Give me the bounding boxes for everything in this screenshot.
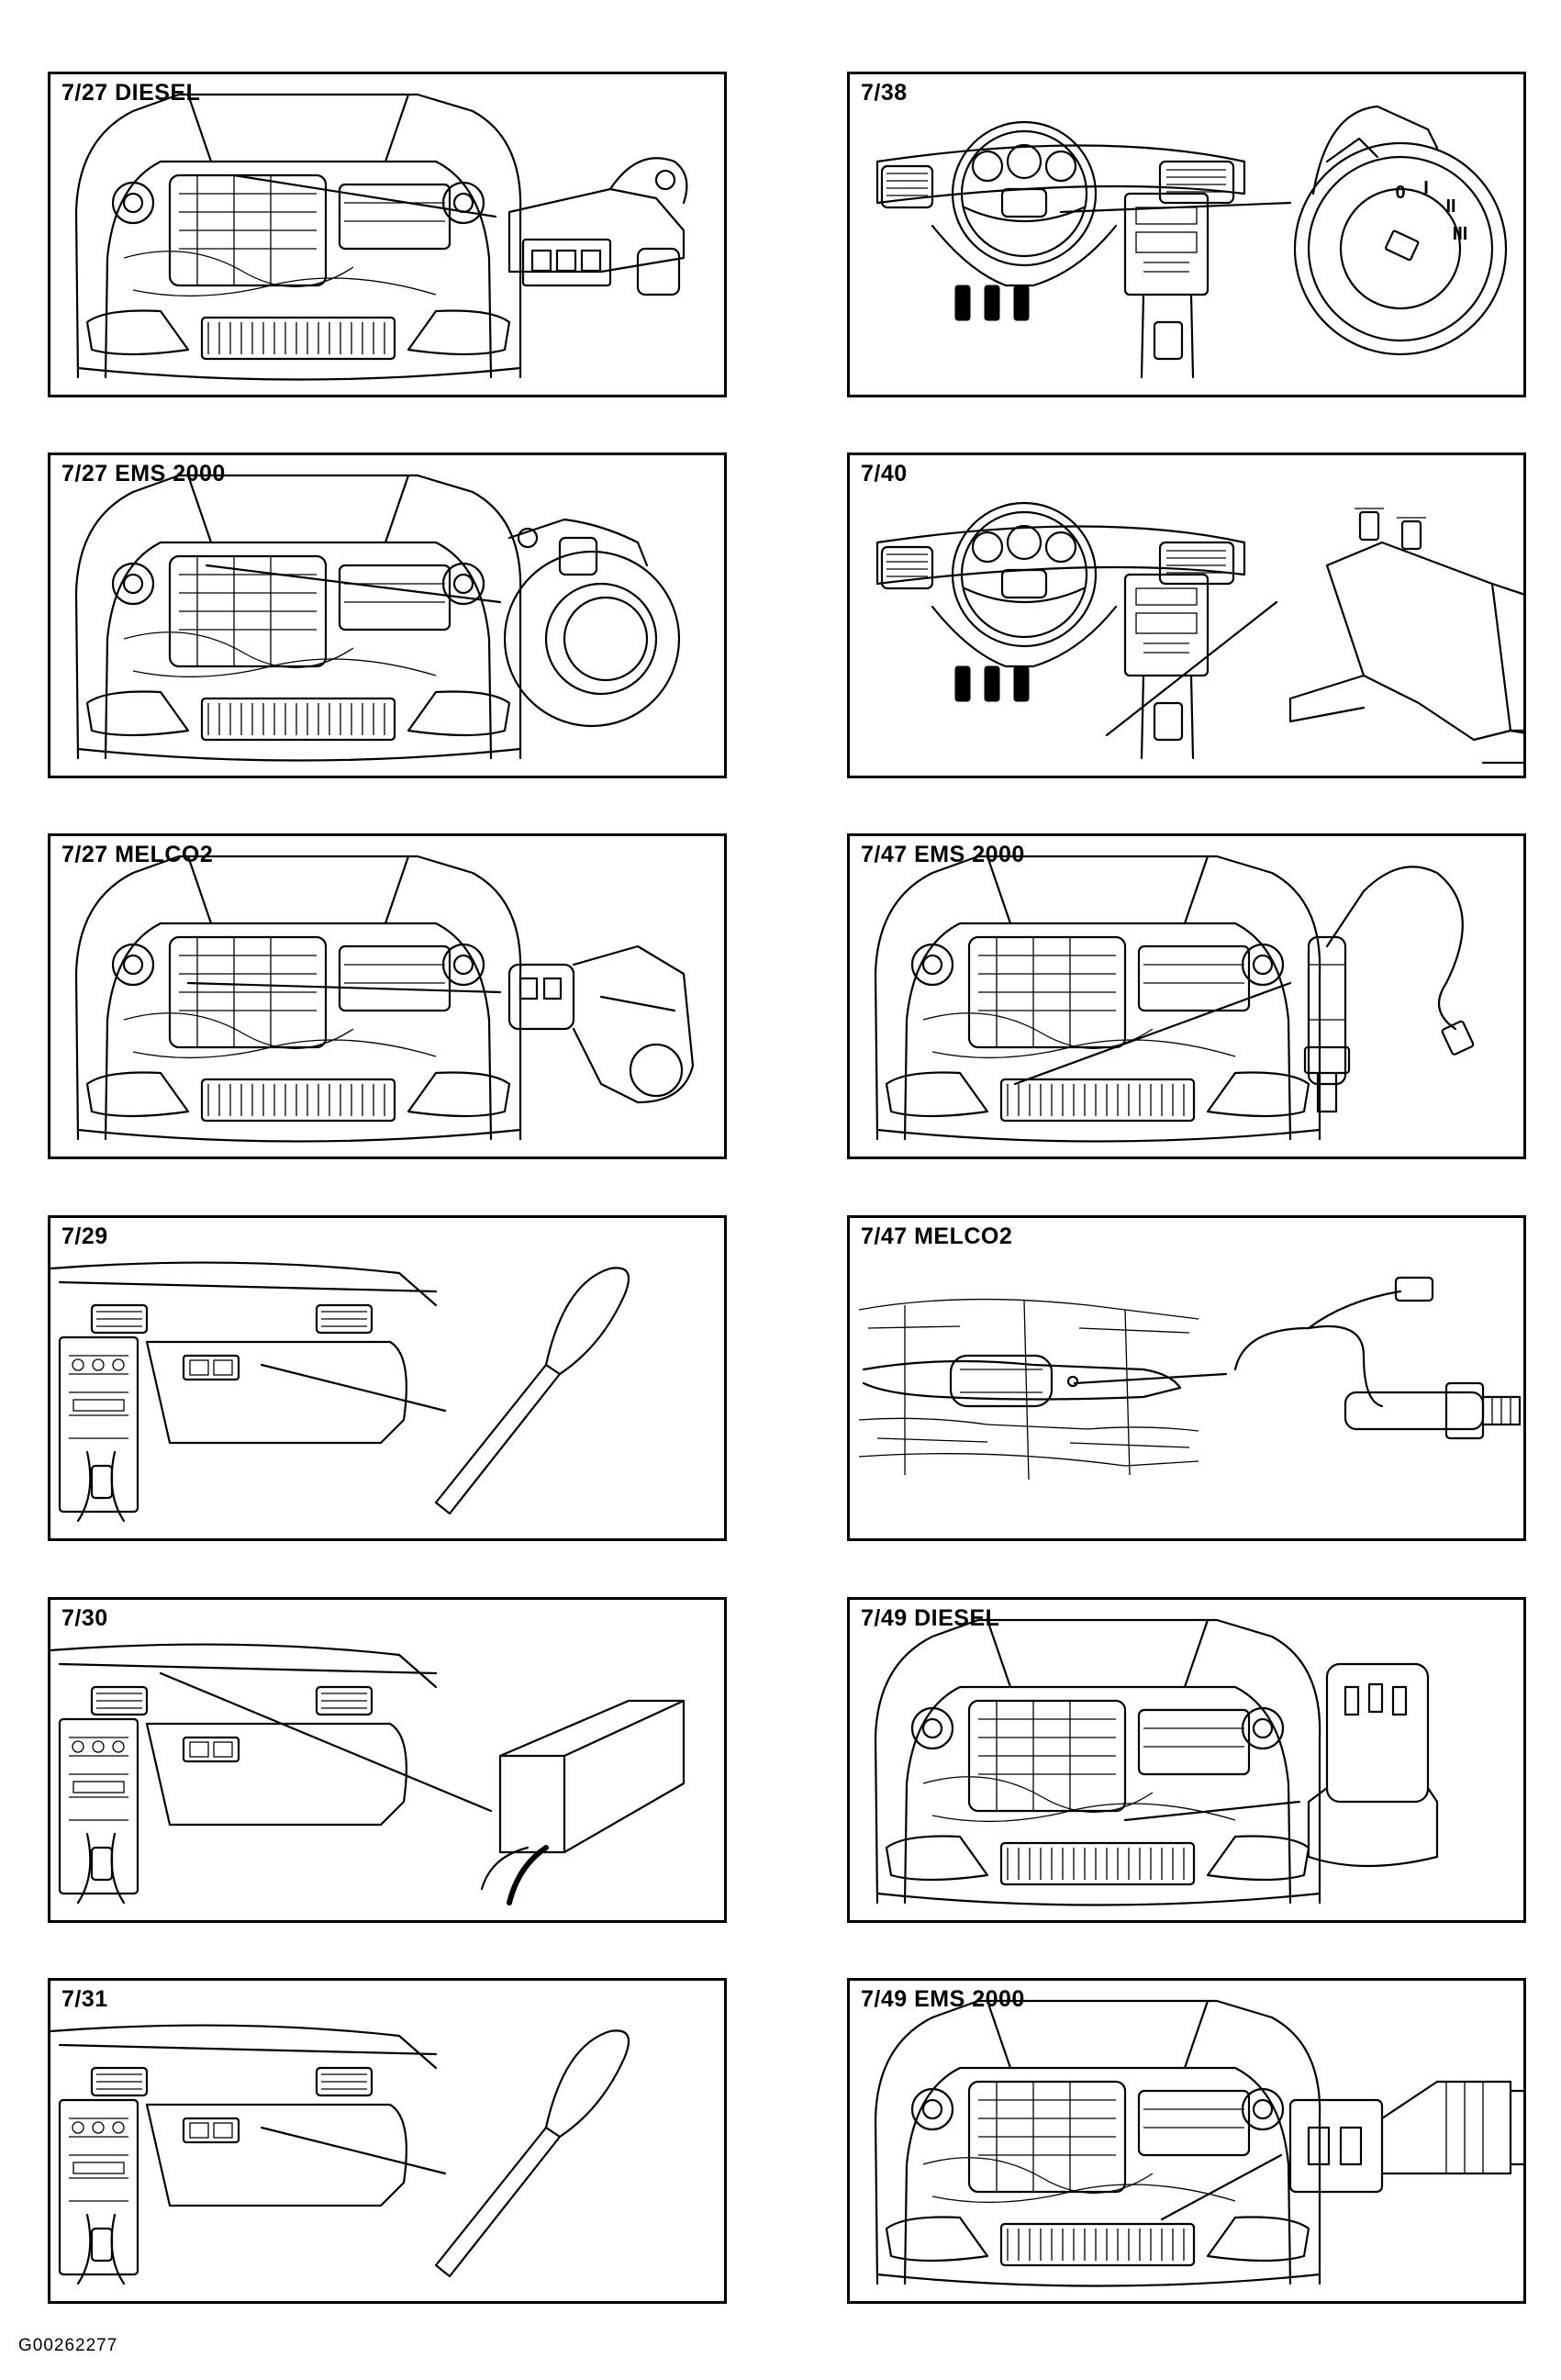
illustration-engine-bay — [74, 855, 695, 1143]
illustration-engine-bay — [74, 93, 688, 381]
panel-label: 7/31 — [61, 1986, 108, 2012]
temp-sensor-icon — [1307, 1662, 1439, 1868]
control-module-bracket-icon — [1288, 508, 1523, 765]
round-sensor-icon — [503, 518, 681, 728]
illustration-engine-bay — [874, 855, 1475, 1143]
leader-line — [260, 1363, 447, 1413]
panel-7-31: 7/31 — [48, 1978, 727, 2304]
panel-7-40: 7/40 — [847, 453, 1526, 778]
ignition-switch-icon — [1293, 105, 1508, 356]
oxygen-sensor-icon — [1303, 866, 1475, 1113]
illustration-glovebox — [50, 1643, 686, 1905]
leader-line — [1013, 981, 1292, 1086]
engine-bay-scene — [74, 93, 522, 381]
illustration-glovebox — [50, 1261, 630, 1523]
glovebox-scene — [50, 1261, 438, 1523]
panel-7-49-ems-2000: 7/49 EMS 2000 — [847, 1978, 1526, 2304]
panel-7-29: 7/29 — [48, 1215, 727, 1541]
glovebox-scene — [50, 2024, 438, 2285]
panel-7-47-ems-2000: 7/47 EMS 2000 — [847, 833, 1526, 1159]
underbody-scene — [858, 1298, 1199, 1481]
cam-sensor-icon — [507, 944, 695, 1104]
ignition-mark: III — [1453, 224, 1468, 244]
panel-label: 7/27 DIESEL — [61, 80, 201, 106]
panel-label: 7/38 — [861, 80, 908, 106]
leader-line — [232, 173, 497, 218]
engine-bay-scene — [74, 474, 522, 762]
leader-line — [1105, 600, 1278, 737]
illustration-engine-bay — [874, 1618, 1439, 1906]
panel-label: 7/30 — [61, 1605, 108, 1631]
leader-line — [1059, 201, 1292, 214]
engine-bay-scene — [874, 1999, 1321, 2287]
dashboard-scene — [875, 501, 1246, 760]
box-module-icon — [480, 1699, 686, 1905]
engine-bay-scene — [874, 1618, 1321, 1906]
ignition-mark: II — [1445, 196, 1455, 217]
dashboard-scene — [875, 120, 1246, 379]
figure-code: G00262277 — [18, 2336, 118, 2355]
leader-line — [1123, 1800, 1301, 1822]
panel-7-27-ems-2000: 7/27 EMS 2000 — [48, 453, 727, 778]
engine-bay-scene — [74, 855, 522, 1143]
panel-7-49-diesel: 7/49 DIESEL — [847, 1597, 1526, 1923]
panel-label: 7/40 — [861, 461, 908, 486]
panel-label: 7/47 EMS 2000 — [861, 842, 1025, 867]
leader-line — [186, 981, 502, 994]
panel-7-30: 7/30 — [48, 1597, 727, 1923]
illustration-engine-bay — [874, 1999, 1523, 2287]
leader-line — [1073, 1372, 1228, 1385]
engine-bay-scene — [874, 855, 1321, 1143]
fuse-probe-icon — [434, 1267, 630, 1515]
panel-label: 7/29 — [61, 1224, 108, 1249]
panel-7-27-diesel: 7/27 DIESEL — [48, 72, 727, 397]
illustration-glovebox — [50, 2024, 630, 2285]
illustration-underbody — [858, 1276, 1522, 1481]
ignition-mark: 0 — [1395, 183, 1405, 203]
panel-label: 7/49 DIESEL — [861, 1605, 1000, 1631]
illustration-dashboard — [875, 501, 1523, 765]
oxygen-sensor-long-icon — [1233, 1276, 1522, 1440]
leader-line — [205, 564, 502, 604]
panel-label: 7/27 EMS 2000 — [61, 461, 226, 486]
fuse-probe-icon — [434, 2029, 630, 2278]
panel-label: 7/47 MELCO2 — [861, 1224, 1013, 1249]
leader-line — [260, 2126, 447, 2175]
connector-sensor-icon — [507, 157, 688, 296]
temp-sender-icon — [1288, 2080, 1523, 2194]
panel-label: 7/49 EMS 2000 — [861, 1986, 1025, 2012]
leader-line — [159, 1671, 493, 1813]
panel-7-27-melco2: 7/27 MELCO2 — [48, 833, 727, 1159]
ignition-mark: I — [1423, 178, 1429, 198]
leader-line — [1160, 2153, 1283, 2221]
panel-7-47-melco2: 7/47 MELCO2 — [847, 1215, 1526, 1541]
illustration-engine-bay — [74, 474, 681, 762]
panel-label: 7/27 MELCO2 — [61, 842, 214, 867]
glovebox-scene — [50, 1643, 438, 1905]
